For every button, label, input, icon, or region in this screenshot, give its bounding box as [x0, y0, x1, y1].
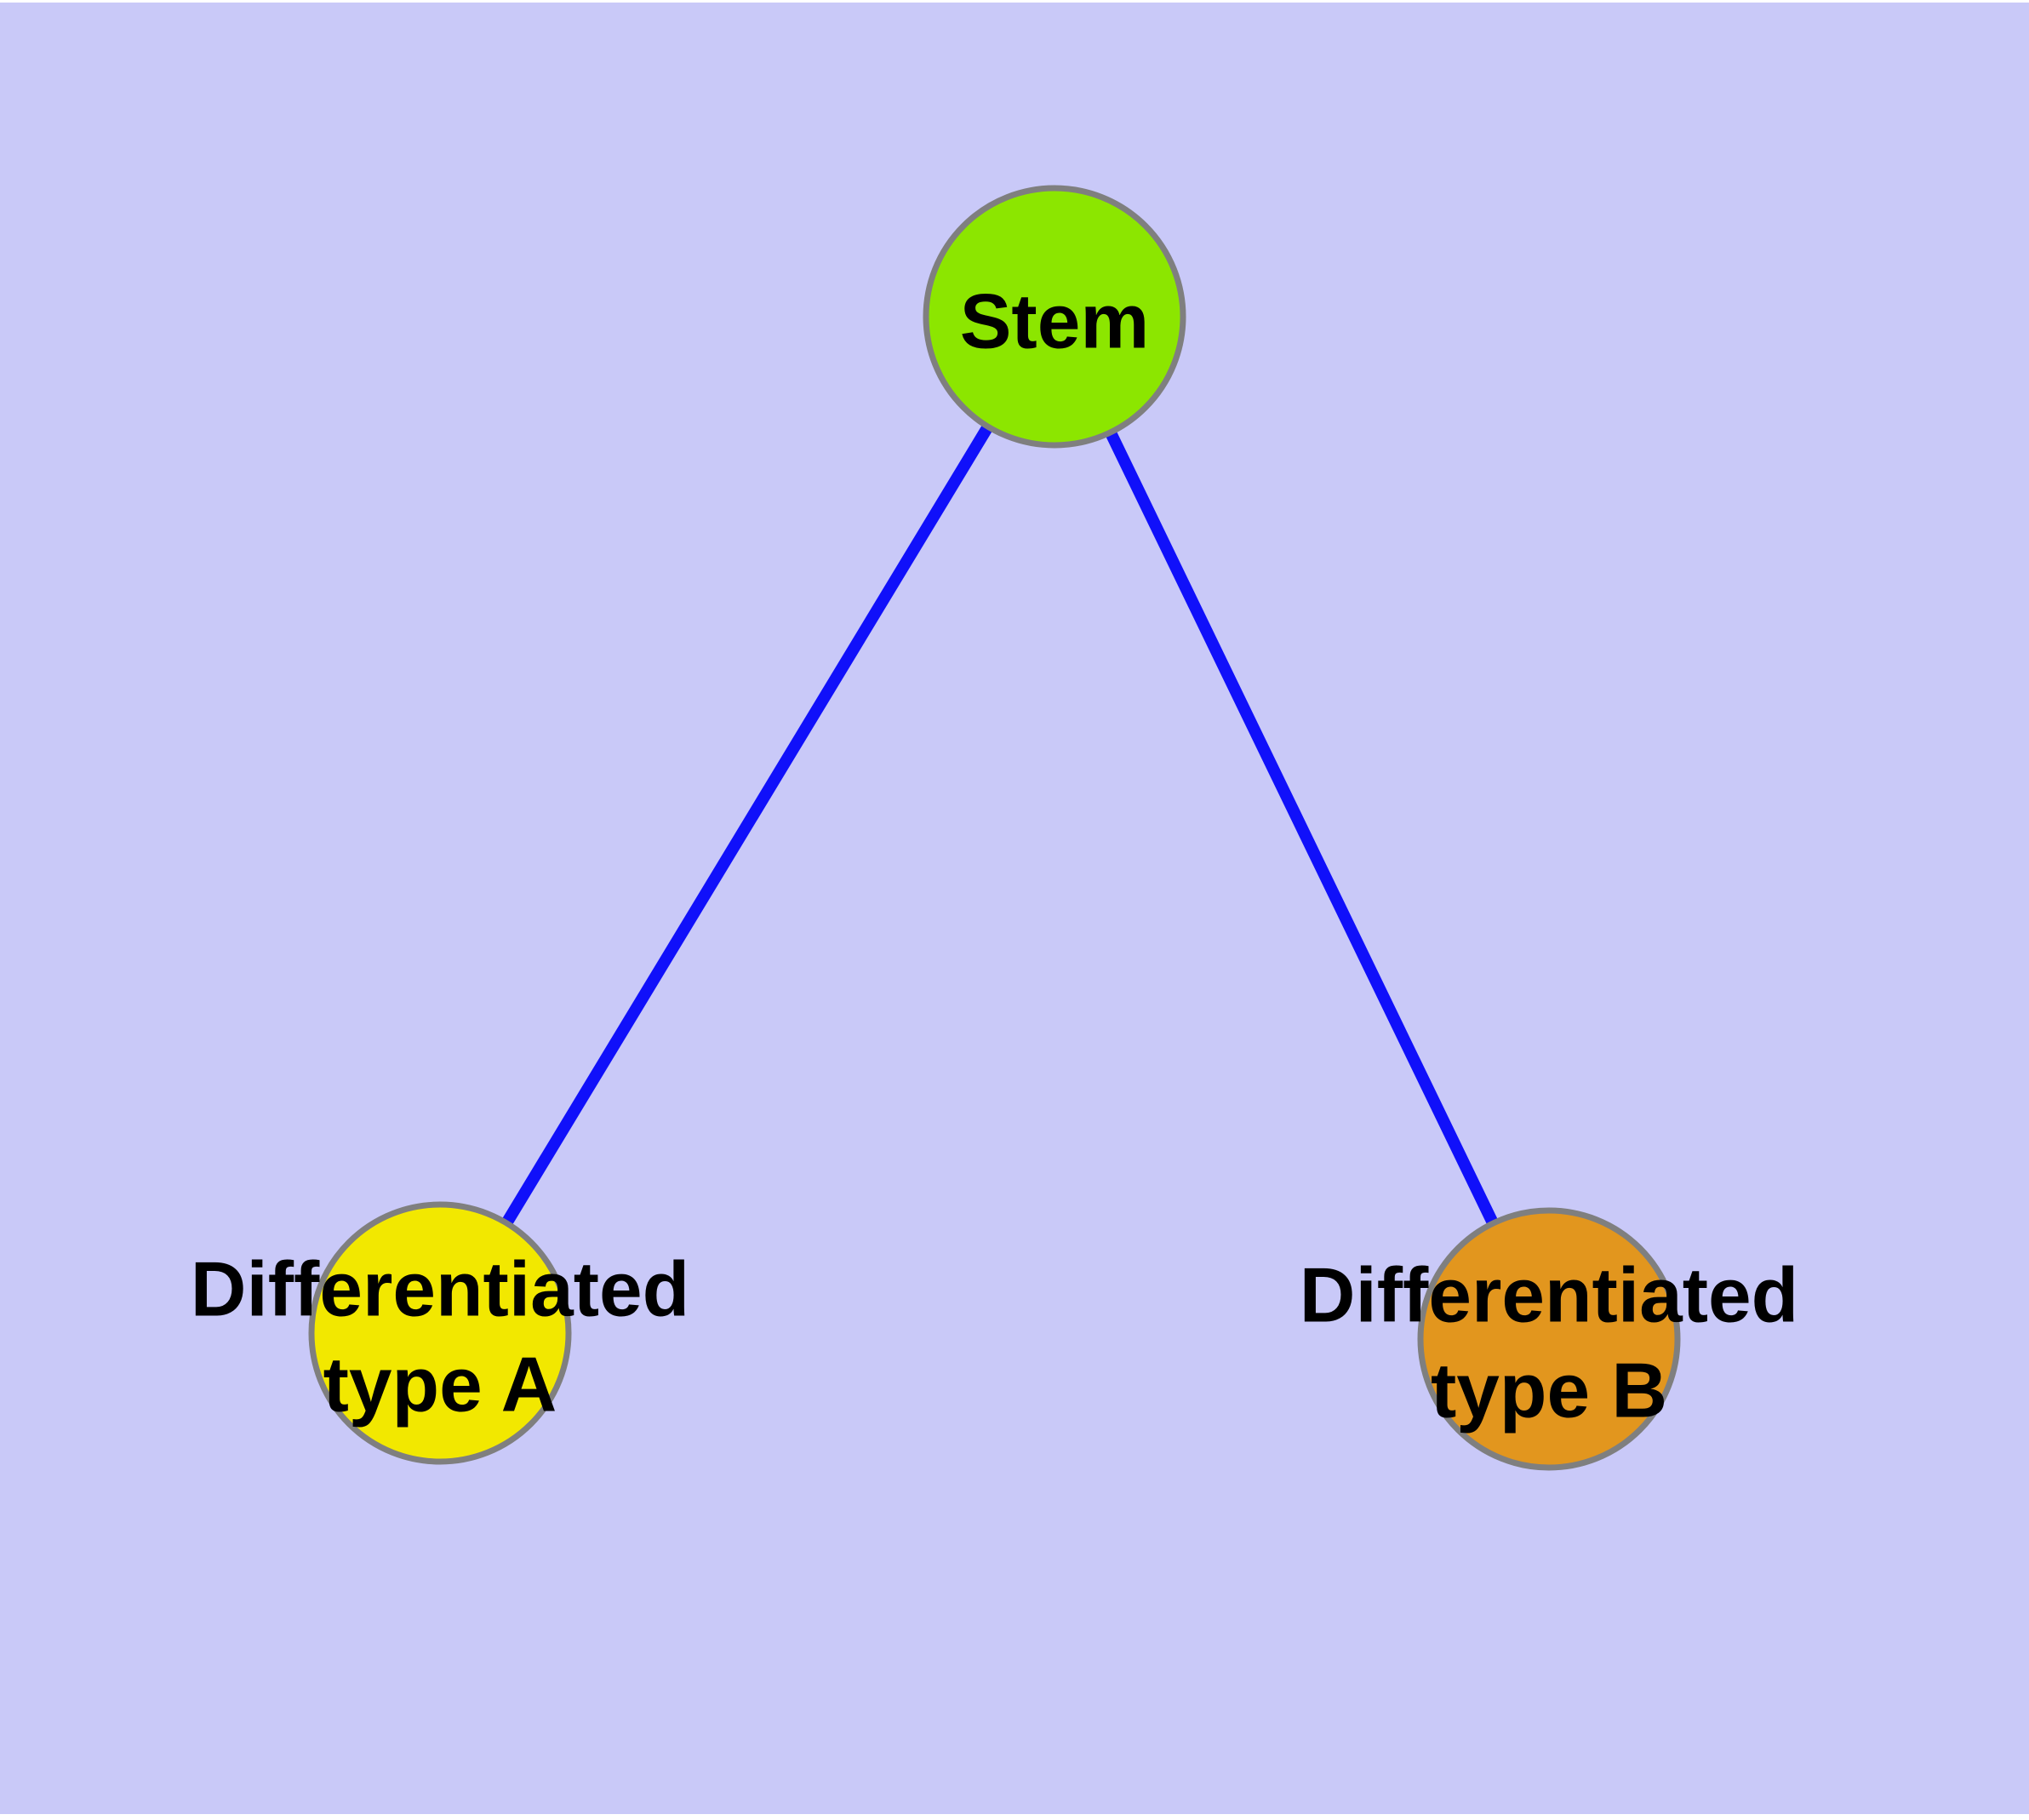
node-type-b-label-line1: Differentiated [1300, 1253, 1799, 1339]
node-type-a-label-line1: Differentiated [191, 1247, 690, 1333]
node-stem-label: Stem [960, 279, 1150, 365]
edge-stem-to-type-b [1049, 313, 1555, 1342]
node-type-a-label-line2: type A [323, 1342, 557, 1428]
node-stem-circle [923, 185, 1186, 449]
node-type-a-circle [308, 1201, 572, 1465]
node-type-b-label-line2: type B [1431, 1348, 1667, 1434]
edge-stem-to-type-a [435, 313, 1060, 1336]
node-type-b-circle [1417, 1207, 1681, 1471]
